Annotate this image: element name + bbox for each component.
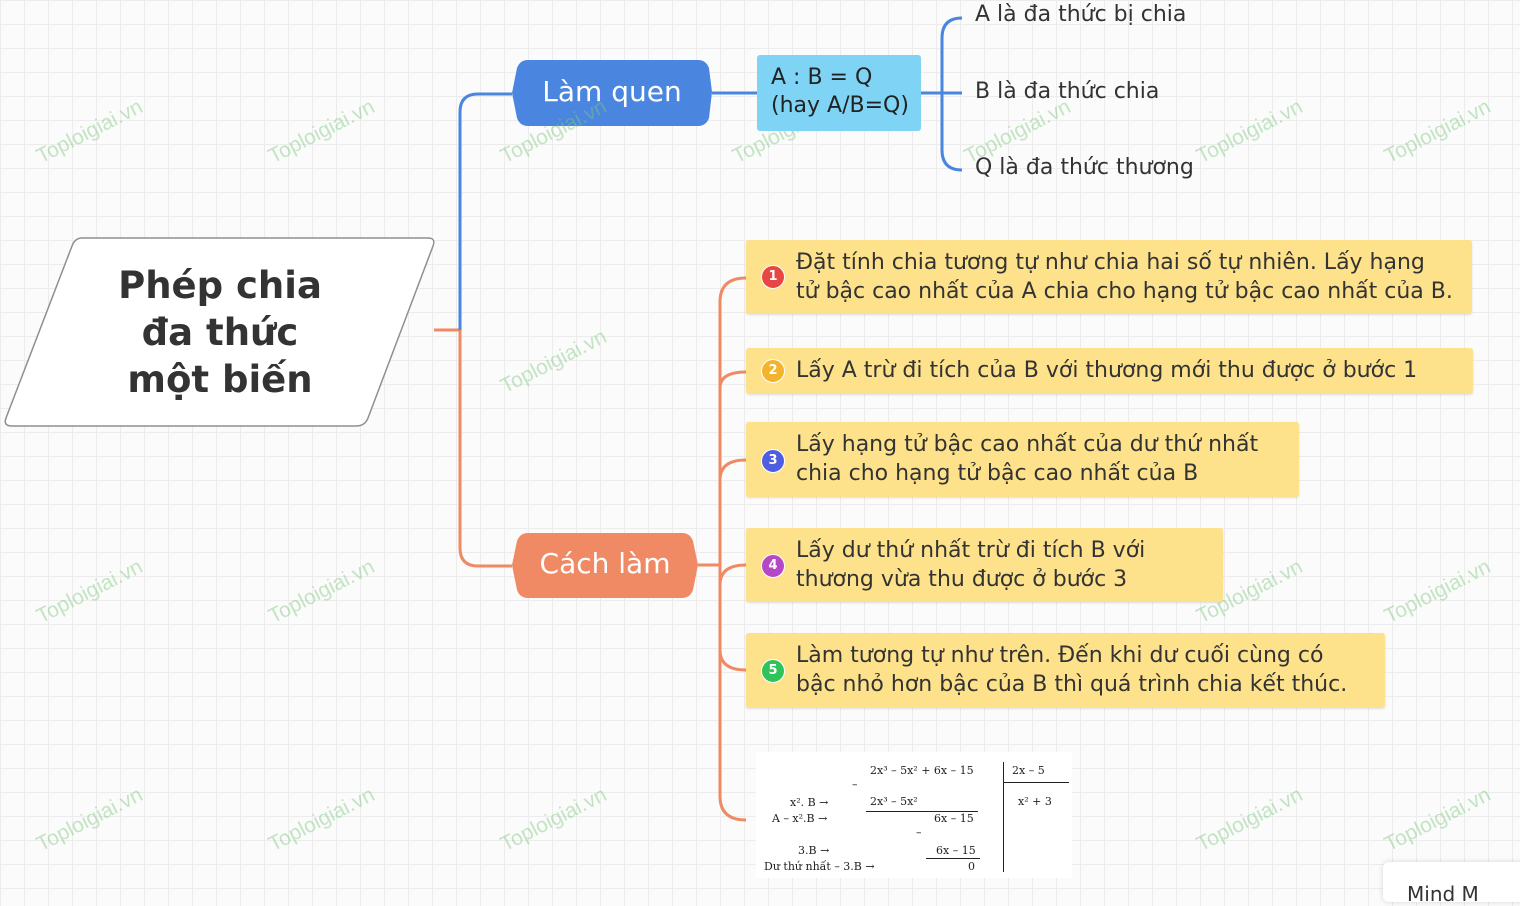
step-5[interactable]: 5 Làm tương tự như trên. Đến khi dư cuối… <box>746 633 1385 708</box>
row-2-label: A – x².B → <box>772 812 828 825</box>
divisor: 2x – 5 <box>1012 764 1045 777</box>
divisor-underline <box>1003 782 1069 783</box>
intro-connector <box>458 92 512 330</box>
rule-2 <box>926 858 980 859</box>
rule-1 <box>866 811 978 812</box>
method-node-shape <box>512 533 698 598</box>
step-text: Lấy hạng tử bậc cao nhất của dư thứ nhất… <box>796 432 1259 486</box>
definitions-connector <box>921 16 963 172</box>
root-node-shape <box>4 237 435 427</box>
row-4-label: Dư thứ nhất – 3.B → <box>764 860 875 873</box>
long-division-example[interactable]: 2x³ – 5x² + 6x – 15 – 2x – 5 x² + 3 x². … <box>756 752 1072 878</box>
minus-sign: – <box>852 778 858 791</box>
step-number-badge: 5 <box>761 659 785 683</box>
row-3-label: 3.B → <box>798 844 830 857</box>
row-1-label: x². B → <box>790 796 829 809</box>
row-2-value: 6x – 15 <box>934 812 974 825</box>
step-4[interactable]: 4 Lấy dư thứ nhất trừ đi tích B với thươ… <box>746 528 1223 602</box>
row-1-value: 2x³ – 5x² <box>870 795 918 808</box>
formula-line-1: A : B = Q <box>771 65 873 90</box>
minus-sign: – <box>916 826 922 839</box>
row-3-value: 6x – 15 <box>936 844 976 857</box>
step-3[interactable]: 3 Lấy hạng tử bậc cao nhất của dư thứ nh… <box>746 422 1299 497</box>
step-text: Đặt tính chia tương tự như chia hai số t… <box>796 250 1453 304</box>
row-4-value: 0 <box>968 860 975 873</box>
root-node-title[interactable]: Phép chia đa thức một biến <box>118 264 322 401</box>
intro-node-shape <box>512 60 712 126</box>
formula-node[interactable]: A : B = Q (hay A/B=Q) <box>757 55 921 131</box>
steps-connector <box>698 276 747 822</box>
step-number-badge: 4 <box>761 554 785 578</box>
step-text: Lấy dư thứ nhất trừ đi tích B với thương… <box>796 538 1146 592</box>
step-2[interactable]: 2 Lấy A trừ đi tích của B với thương mới… <box>746 348 1473 394</box>
definition-b[interactable]: B là đa thức chia <box>975 79 1160 104</box>
method-node-label[interactable]: Cách làm <box>539 547 671 580</box>
definition-q[interactable]: Q là đa thức thương <box>975 155 1194 180</box>
corner-label: Mind M <box>1407 882 1479 906</box>
step-1[interactable]: 1 Đặt tính chia tương tự như chia hai số… <box>746 240 1472 314</box>
quotient: x² + 3 <box>1018 795 1052 808</box>
divider-vertical <box>1003 762 1004 872</box>
dividend: 2x³ – 5x² + 6x – 15 <box>870 764 974 777</box>
formula-line-2: (hay A/B=Q) <box>771 93 909 118</box>
mind-map-corner-badge[interactable]: Mind M <box>1383 862 1520 906</box>
step-number-badge: 1 <box>761 265 785 289</box>
method-connector <box>458 330 512 568</box>
intro-node-label[interactable]: Làm quen <box>542 75 682 108</box>
step-text: Làm tương tự như trên. Đến khi dư cuối c… <box>796 643 1348 697</box>
step-number-badge: 3 <box>761 449 785 473</box>
definition-a[interactable]: A là đa thức bị chia <box>975 2 1187 27</box>
step-number-badge: 2 <box>761 359 785 383</box>
step-text: Lấy A trừ đi tích của B với thương mới t… <box>796 358 1418 383</box>
